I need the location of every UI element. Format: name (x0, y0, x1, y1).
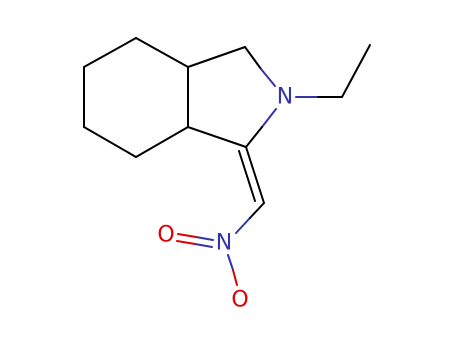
bond-c2-ch2 (187, 46, 246, 68)
bond-n-o-upper-b2 (176, 240, 196, 245)
atom-n-nitro: N (216, 231, 232, 256)
cyclohexane-ring (83, 37, 189, 158)
bond-c3-c4 (135, 126, 189, 158)
bond-c1-ch-inner (238, 150, 256, 202)
nitro-double-bond (176, 233, 214, 248)
bond-ch2-n-b (260, 68, 276, 87)
bond-ethyl-ch3 (341, 44, 371, 98)
bond-ch2-n-a (244, 46, 262, 70)
bond-n-o-upper-a1 (195, 236, 214, 241)
nitro-attachment (235, 202, 265, 234)
ethyl-group (295, 44, 371, 98)
bond-c1-ch-outer (245, 146, 265, 204)
atom-n-ring: N (277, 85, 293, 110)
bond-n-o-upper-a2 (177, 233, 197, 238)
bond-c4-c5 (83, 126, 137, 158)
bond-ch-n-b (235, 218, 250, 234)
nitro-single-bond (227, 254, 238, 286)
exocyclic-double-bond (238, 146, 265, 204)
atom-o-lower: O (231, 288, 248, 313)
bond-c6-c1 (83, 37, 137, 68)
bond-n-c1-a (261, 108, 277, 128)
bond-n-o-upper-b1 (194, 243, 213, 248)
bond-ch-n-a (248, 202, 265, 220)
bond-n-o-lower-a (227, 254, 234, 271)
pyrrolidine-ring (187, 46, 277, 148)
bond-n-o-lower-b (232, 269, 238, 286)
bond-c1-c2 (135, 37, 189, 68)
atom-o-upper: O (157, 223, 174, 248)
bond-n-c1-b (245, 126, 263, 148)
bond-c1-c3 (187, 126, 247, 148)
